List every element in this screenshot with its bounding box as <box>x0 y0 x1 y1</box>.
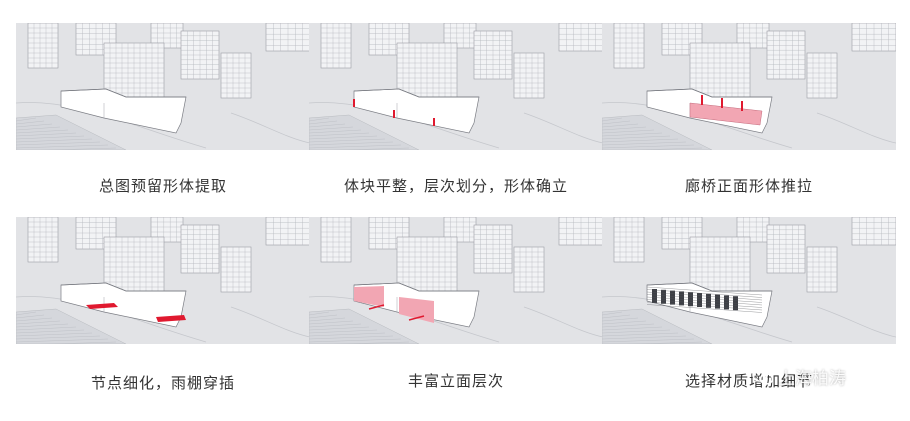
residential-tower <box>320 217 352 263</box>
residential-tower <box>320 23 352 69</box>
watermark-text: 上海柏涛 <box>778 369 846 389</box>
massing-diagram <box>16 217 310 344</box>
push-marker <box>408 315 425 321</box>
road-curve <box>523 112 603 144</box>
residential-tower <box>27 23 59 69</box>
residential-tower <box>851 217 896 246</box>
residential-tower <box>180 224 220 274</box>
residential-tower <box>661 23 703 56</box>
residential-tower <box>766 30 806 80</box>
facade-detail <box>646 286 763 313</box>
step-4-diagram <box>16 217 310 344</box>
residential-tower <box>473 224 513 274</box>
plaza-hatch <box>309 114 420 150</box>
canopy <box>156 315 186 322</box>
residential-tower <box>613 217 645 263</box>
residential-tower <box>150 217 184 243</box>
massing-diagram <box>602 23 896 150</box>
residential-tower <box>558 217 603 246</box>
watermark: 上海柏涛 <box>752 364 846 389</box>
residential-tower <box>265 23 310 52</box>
plaza-hatch <box>16 114 127 150</box>
residential-tower <box>513 52 545 99</box>
plaza-hatch <box>602 114 713 150</box>
residential-tower <box>558 23 603 52</box>
step-2-diagram <box>309 23 603 150</box>
residential-tower <box>806 246 838 293</box>
road-curve <box>230 112 310 144</box>
facade-layer <box>399 297 434 323</box>
residential-tower <box>27 217 59 263</box>
canopy <box>86 303 118 309</box>
step-2-caption: 体块平整，层次划分，形体确立 <box>343 177 568 195</box>
residential-tower <box>806 52 838 99</box>
residential-tower <box>613 23 645 69</box>
step-1-caption: 总图预留形体提取 <box>98 177 227 195</box>
podium-massing <box>353 88 480 134</box>
step-6-diagram <box>602 217 896 344</box>
bridge-band <box>689 102 763 126</box>
residential-tower <box>150 23 184 49</box>
massing-diagram <box>309 23 603 150</box>
step-3-caption: 廊桥正面形体推拉 <box>684 177 813 195</box>
step-5-caption: 丰富立面层次 <box>407 372 504 390</box>
residential-tower <box>180 30 220 80</box>
plaza-hatch <box>602 308 713 344</box>
plaza-hatch <box>16 308 127 344</box>
residential-tower <box>851 23 896 52</box>
road-curve <box>523 306 603 338</box>
residential-tower <box>473 30 513 80</box>
road-curve <box>816 306 896 338</box>
facade-layer <box>354 286 384 307</box>
massing-diagram <box>602 217 896 344</box>
residential-tower <box>513 246 545 293</box>
residential-tower <box>265 217 310 246</box>
road-curve <box>230 306 310 338</box>
residential-tower <box>766 224 806 274</box>
step-5-diagram <box>309 217 603 344</box>
push-marker <box>368 304 385 310</box>
plaza-hatch <box>309 308 420 344</box>
step-3-diagram <box>602 23 896 150</box>
podium-massing <box>60 88 187 134</box>
residential-tower <box>220 52 252 99</box>
massing-diagram <box>309 217 603 344</box>
road-curve <box>816 112 896 144</box>
step-1-diagram <box>16 23 310 150</box>
residential-tower <box>661 217 703 250</box>
residential-tower <box>220 246 252 293</box>
step-4-caption: 节点细化，雨棚穿插 <box>90 374 235 392</box>
step-6-caption: 选择材质增加细节 <box>684 372 813 390</box>
wechat-icon <box>752 367 774 385</box>
massing-diagram <box>16 23 310 150</box>
